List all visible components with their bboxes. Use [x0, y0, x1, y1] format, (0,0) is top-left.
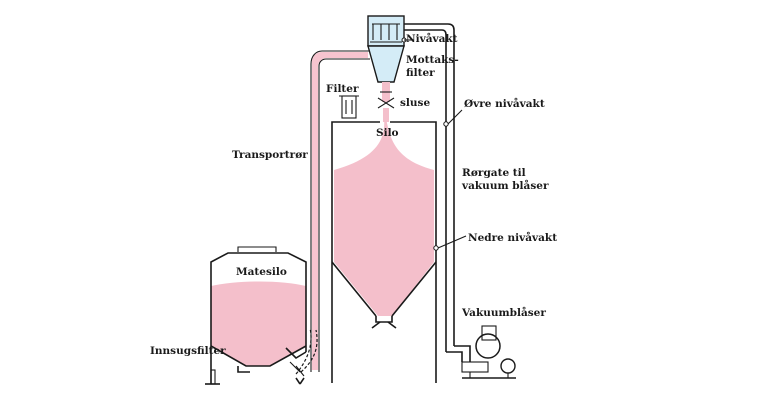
silo-roof-filter [339, 95, 359, 119]
main-silo [331, 118, 437, 383]
label-filter: Filter [326, 83, 359, 95]
feed-silo [205, 246, 307, 385]
transport-pipe [295, 50, 370, 385]
intake-filter [205, 369, 220, 385]
label-ovre-nivavakt: Øvre nivåvakt [464, 97, 545, 110]
receiver-filter [367, 15, 407, 122]
label-matesilo: Matesilo [236, 266, 287, 278]
label-vakuumblaser: Vakuumblåser [461, 306, 546, 319]
label-transportror: Transportrør [232, 149, 308, 161]
label-innsugsfilter: Innsugsfilter [150, 345, 226, 357]
vacuum-blower [461, 325, 516, 379]
label-rorgate-2: vakuum blåser [461, 179, 549, 192]
label-mottaksfilter-2: filter [406, 67, 435, 79]
label-nedre-nivavakt: Nedre nivåvakt [468, 231, 557, 244]
label-silo: Silo [376, 127, 399, 139]
silo-powder [334, 118, 434, 316]
label-sluse: sluse [400, 97, 430, 109]
vacuum-line [404, 23, 471, 362]
label-rorgate-1: Rørgate til [462, 167, 526, 179]
rotary-sluice [377, 82, 395, 109]
label-nivavakt: Nivåvakt [406, 32, 458, 45]
feed-silo-powder [211, 281, 306, 366]
label-mottaksfilter-1: Mottaks- [406, 54, 459, 66]
